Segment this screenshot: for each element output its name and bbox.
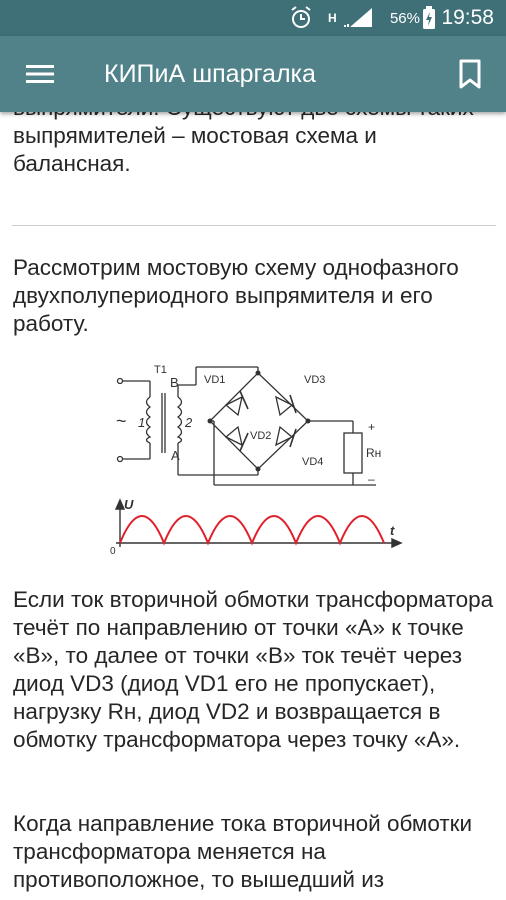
battery-charging-icon [423, 6, 435, 29]
label-load: Rн [366, 446, 381, 460]
bridge-rectifier-diagram: T1 B A 1 2 ~ VD1 VD2 VD3 VD4 Rн + – U t … [110, 364, 403, 557]
hamburger-menu-icon[interactable] [26, 60, 54, 88]
article-paragraph: Рассмотрим мостовую схему однофазного дв… [13, 255, 459, 336]
section-divider [12, 225, 496, 226]
label-minus: – [368, 472, 375, 486]
article-content: выпрямители. Существуют две схемы таких … [0, 112, 506, 900]
label-vd4: VD4 [302, 456, 323, 468]
label-primary: 1 [138, 415, 145, 430]
rectified-waveform [119, 515, 385, 546]
label-secondary: 2 [184, 415, 193, 430]
article-paragraph: Когда направление тока вторичной обмотки… [13, 811, 473, 892]
label-u-axis: U [124, 497, 134, 512]
article-paragraph: выпрямители. Существуют две схемы таких … [13, 112, 474, 176]
signal-icon [344, 8, 372, 27]
clock: 19:58 [441, 6, 494, 29]
battery-percent: 56% [389, 9, 420, 27]
status-bar: H 56% 19:58 [0, 0, 506, 36]
alarm-icon [291, 6, 311, 28]
label-origin: 0 [110, 546, 116, 557]
bookmark-icon[interactable] [456, 58, 484, 90]
app-bar: КИПиА шпаргалка [0, 36, 506, 112]
label-t-axis: t [390, 523, 395, 538]
label-plus: + [368, 420, 375, 434]
app-title: КИПиА шпаргалка [104, 60, 316, 88]
network-type-label: H [328, 11, 337, 25]
label-vd3: VD3 [304, 374, 325, 386]
label-vd2: VD2 [250, 430, 271, 442]
label-b: B [170, 375, 179, 390]
label-ac-symbol: ~ [116, 411, 127, 431]
label-vd1: VD1 [204, 374, 225, 386]
article-paragraph: Если ток вторичной обмотки трансформатор… [13, 587, 494, 752]
label-t1: T1 [154, 364, 167, 376]
label-a: A [171, 448, 180, 463]
